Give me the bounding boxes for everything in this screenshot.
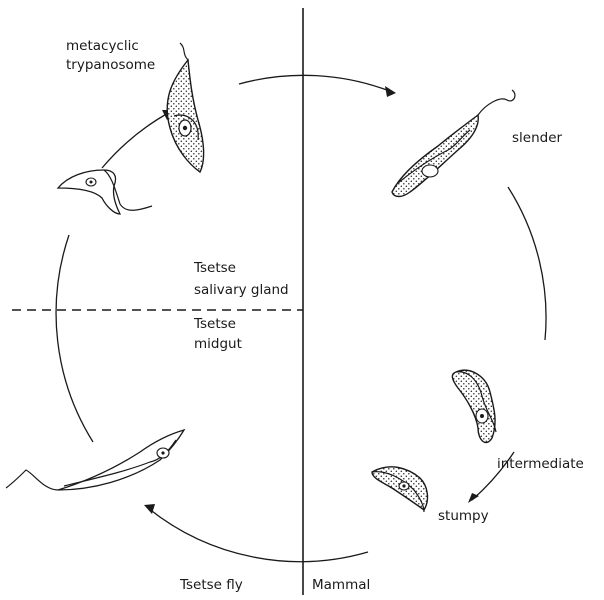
arc-slender-to-intermediate bbox=[508, 187, 546, 340]
label-tsetse-fly: Tsetse fly bbox=[179, 577, 243, 593]
arc-epimastigote-to-metacyclic bbox=[102, 112, 170, 168]
arc-metacyclic-to-slender bbox=[239, 75, 392, 92]
label-salivary-line2: salivary gland bbox=[194, 282, 289, 298]
metacyclic-trypanosome-figure bbox=[167, 43, 203, 172]
slender-trypanosome-figure bbox=[392, 90, 515, 197]
label-stumpy: stumpy bbox=[438, 508, 489, 524]
label-mammal: Mammal bbox=[312, 577, 370, 593]
label-metacyclic-line1: metacyclic bbox=[66, 38, 139, 54]
intermediate-trypanosome-figure bbox=[452, 370, 496, 442]
label-slender: slender bbox=[512, 130, 563, 146]
epimastigote-trypanosome-figure bbox=[58, 170, 152, 214]
stumpy-trypanosome-figure bbox=[372, 467, 427, 512]
arc-stumpy-to-midgut bbox=[148, 508, 368, 562]
arc-midgut-to-epimastigote bbox=[56, 235, 93, 442]
label-midgut-line1: Tsetse bbox=[193, 316, 236, 332]
label-salivary-line1: Tsetse bbox=[193, 260, 236, 276]
arrowhead-slender bbox=[385, 86, 396, 97]
label-midgut-line2: midgut bbox=[194, 336, 242, 352]
label-metacyclic-line2: trypanosome bbox=[66, 57, 155, 73]
midgut-procyclic-trypanosome-figure bbox=[6, 430, 184, 490]
label-intermediate: intermediate bbox=[497, 456, 584, 472]
